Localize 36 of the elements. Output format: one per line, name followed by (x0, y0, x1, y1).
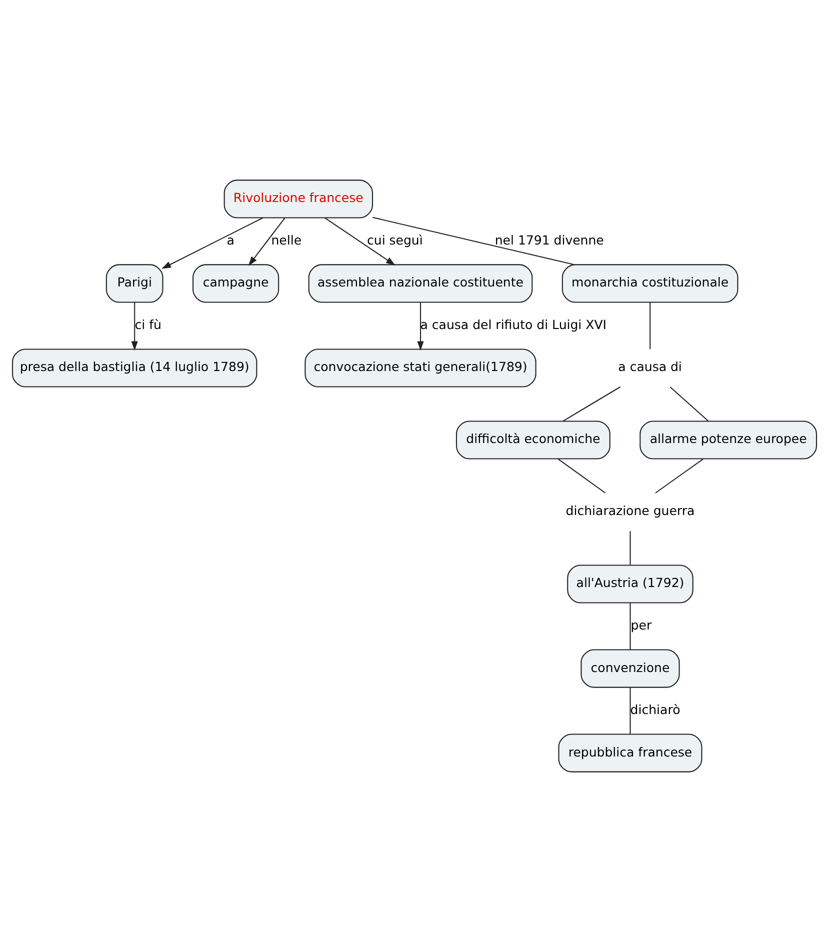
node-text: dichiarazione guerra (566, 502, 695, 518)
connector (372, 216, 574, 265)
node-box: Parigi (106, 264, 164, 302)
arrow (131, 302, 138, 350)
node-box: all'Austria (1792) (567, 564, 694, 603)
connector (655, 458, 704, 493)
node-box: convenzione (580, 648, 680, 688)
edge-label: cui seguì (367, 232, 423, 247)
edge-label: nel 1791 divenne (494, 232, 604, 247)
node-box: Rivoluzione francese (224, 179, 374, 218)
node-box: assemblea nazionale costituente (308, 264, 533, 302)
node-box: presa della bastiglia (14 luglio 1789) (12, 348, 258, 387)
node-box: campagne (192, 264, 280, 302)
node-box: repubblica francese (558, 733, 702, 772)
edge-label: ci fù (134, 316, 162, 332)
connector (650, 302, 651, 349)
node-box: allarme potenze europee (640, 420, 818, 459)
connector (558, 458, 606, 493)
node-box: difficoltà economiche (456, 420, 610, 459)
edge-label: dichiarò (630, 702, 680, 717)
connector (630, 530, 631, 564)
connector (630, 686, 631, 734)
arrow (248, 217, 286, 266)
connector (630, 602, 631, 650)
arrow (324, 216, 396, 265)
connector (670, 386, 709, 421)
node-text: a causa di (618, 358, 682, 374)
edge-label: a causa del rifiuto di Luigi XVI (420, 316, 606, 332)
node-box: monarchia costituzionale (562, 264, 738, 302)
arrow (417, 302, 424, 350)
edge-label: a (226, 232, 234, 247)
arrow (162, 216, 264, 268)
edge-label: per (630, 616, 652, 632)
edge-label: nelle (271, 232, 302, 247)
connector (562, 386, 621, 422)
node-box: convocazione stati generali(1789) (304, 348, 536, 387)
